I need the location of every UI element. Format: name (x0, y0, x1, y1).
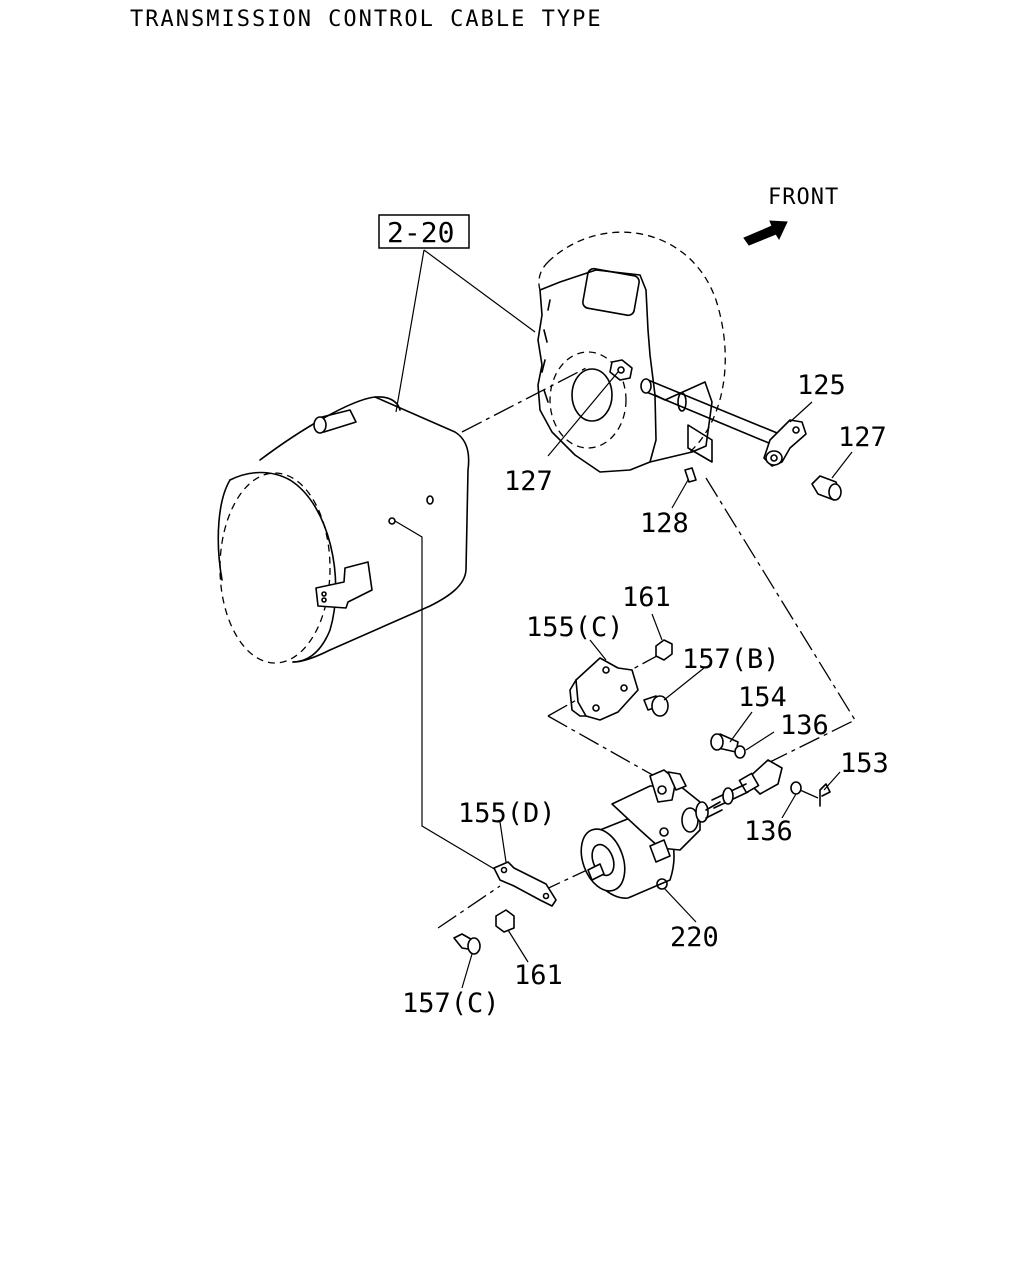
callout-157c[interactable]: 157(C) (402, 988, 500, 1019)
washer-136-upper (734, 745, 746, 759)
alignment-line (461, 365, 591, 433)
reference-leader-line (395, 249, 425, 413)
bracket-leader-line (394, 520, 497, 871)
reference-box[interactable]: 2-20 (378, 214, 470, 249)
bracket-155d (493, 861, 557, 907)
bolt-157b (643, 695, 669, 717)
clip-153 (819, 783, 831, 807)
shift-actuator-220 (580, 769, 723, 899)
clutch-bell-housing (537, 231, 726, 473)
nut-161-lower (495, 909, 515, 933)
callout-161-lower[interactable]: 161 (514, 960, 563, 991)
cable-clevis (711, 759, 783, 809)
front-label: FRONT (768, 185, 839, 210)
callout-155c[interactable]: 155(C) (526, 612, 624, 643)
shift-shaft (640, 378, 783, 447)
shift-lever-125 (763, 419, 807, 467)
callout-leaders (461, 371, 853, 989)
callout-154[interactable]: 154 (738, 682, 787, 713)
reference-box-label: 2-20 (387, 216, 454, 249)
pin-128 (684, 467, 697, 483)
callout-153[interactable]: 153 (840, 748, 889, 779)
callout-220[interactable]: 220 (670, 922, 719, 953)
callout-161-upper[interactable]: 161 (622, 582, 671, 613)
alignment-line (799, 789, 819, 799)
bracket-155c (569, 657, 639, 721)
callout-136-lower[interactable]: 136 (744, 816, 793, 847)
callout-157b[interactable]: 157(B) (682, 644, 780, 675)
callout-127-right[interactable]: 127 (838, 422, 887, 453)
bolt-127-right (811, 475, 842, 501)
reference-leader-line (423, 249, 536, 333)
front-arrow-icon (743, 220, 788, 246)
callout-128[interactable]: 128 (640, 508, 689, 539)
callout-127-left[interactable]: 127 (504, 466, 553, 497)
alignment-line (547, 715, 666, 783)
bolt-154 (710, 733, 739, 753)
callout-155d[interactable]: 155(D) (458, 798, 556, 829)
diagram-title: TRANSMISSION CONTROL CABLE TYPE (130, 7, 603, 32)
bolt-157c (453, 933, 481, 955)
callout-136-upper[interactable]: 136 (780, 710, 829, 741)
callout-125[interactable]: 125 (797, 370, 846, 401)
shaft-bracket-plate (687, 424, 713, 463)
nut-161-upper (655, 639, 673, 661)
transmission-case (217, 396, 470, 664)
washer-136-lower (790, 781, 802, 795)
